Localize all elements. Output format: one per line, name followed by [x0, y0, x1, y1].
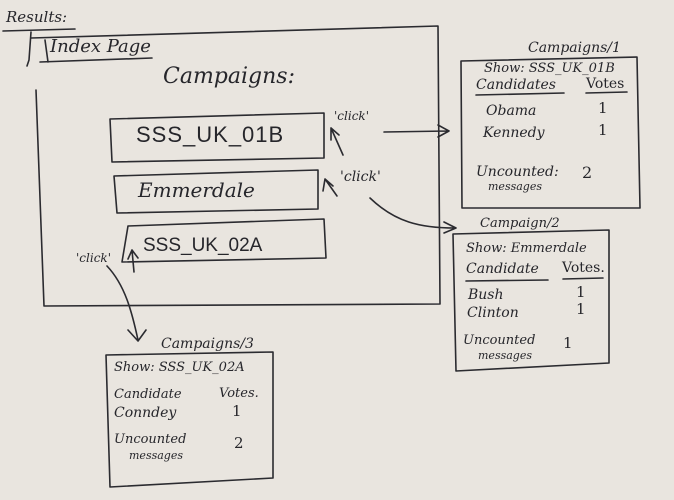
- campaign-3-header-candidate: Candidate: [114, 387, 182, 402]
- click-label-1: 'click': [334, 109, 369, 123]
- campaign-2-route: Campaign/2: [480, 216, 560, 231]
- results-corner-line: [26, 31, 32, 67]
- campaign-2-uncounted-value: 1: [563, 334, 573, 352]
- campaign-2-uncounted-label: Uncounted: [463, 333, 536, 348]
- cursor-arrow-3: [127, 249, 139, 273]
- campaigns-title: Campaigns:: [163, 64, 295, 89]
- campaign-2-header-votes: Votes.: [562, 260, 605, 276]
- campaign-2-candidate-2: Clinton: [467, 305, 519, 321]
- campaign-3-show: Show: SSS_UK_02A: [114, 360, 245, 375]
- campaign-2-votes-2: 1: [576, 300, 586, 318]
- click-label-2: 'click': [340, 169, 381, 185]
- campaign-3-uncounted-value: 2: [234, 434, 244, 452]
- campaign-item-sss-uk-02a[interactable]: SSS_UK_02A: [143, 235, 263, 256]
- results-underline: [2, 28, 76, 32]
- campaign-item-sss-uk-01b[interactable]: SSS_UK_01B: [136, 122, 285, 147]
- campaign-button-outline-2: [113, 169, 319, 214]
- index-page-heading: Index Page: [50, 36, 151, 57]
- campaign-3-header-votes: Votes.: [219, 386, 259, 401]
- campaign-1-votes-2: 1: [598, 121, 608, 139]
- index-page-frame: [30, 25, 441, 307]
- campaign-2-header-candidate: Candidate: [466, 261, 539, 277]
- page-title: Results:: [6, 8, 68, 26]
- campaign-1-show: Show: SSS_UK_01B: [484, 61, 615, 76]
- index-page-title-underline: [39, 57, 153, 63]
- campaign-1-uncounted-value: 2: [582, 163, 593, 182]
- index-page-title-corner: [44, 39, 49, 63]
- campaign-1-header-candidate: Candidates: [476, 77, 556, 93]
- campaign-1-candidate-1: Obama: [486, 103, 537, 119]
- campaign-1-candidate-2: Kennedy: [483, 125, 545, 141]
- campaign-1-uncounted-label: Uncounted:: [476, 164, 559, 180]
- campaign-1-uncounted-messages: messages: [488, 180, 542, 193]
- campaign-3-votes-1: 1: [232, 402, 242, 420]
- campaign-2-votes-1: 1: [576, 283, 586, 301]
- campaign-1-route: Campaigns/1: [528, 40, 621, 56]
- campaign-button-outline-3: [121, 218, 327, 263]
- arrow-to-campaign-1: [383, 124, 450, 138]
- campaign-2-uncounted-messages: messages: [478, 349, 532, 362]
- campaign-item-emmerdale[interactable]: Emmerdale: [138, 178, 255, 202]
- campaign-1-box: [460, 56, 641, 209]
- campaign-3-uncounted-label: Uncounted: [114, 432, 187, 447]
- campaign-2-show: Show: Emmerdale: [466, 241, 587, 256]
- campaign-button-outline-1: [109, 112, 325, 163]
- campaign-2-candidate-1: Bush: [468, 287, 504, 303]
- campaign-3-route: Campaigns/3: [161, 336, 254, 352]
- cursor-arrow-1: [330, 127, 344, 156]
- campaign-1-header-underline: [475, 91, 628, 96]
- arrow-to-campaign-2: [369, 197, 457, 234]
- campaign-3-box: [105, 351, 274, 488]
- campaign-1-header-votes: Votes: [586, 76, 625, 92]
- campaign-3-candidate-1: Conndey: [114, 405, 177, 421]
- campaign-2-header-underline: [465, 277, 604, 282]
- campaign-2-box: [452, 229, 610, 372]
- campaign-1-votes-1: 1: [598, 99, 608, 117]
- arrow-to-campaign-3: [106, 265, 147, 342]
- campaign-3-uncounted-messages: messages: [129, 449, 183, 462]
- click-label-3: 'click': [76, 251, 111, 265]
- cursor-arrow-2: [322, 178, 338, 197]
